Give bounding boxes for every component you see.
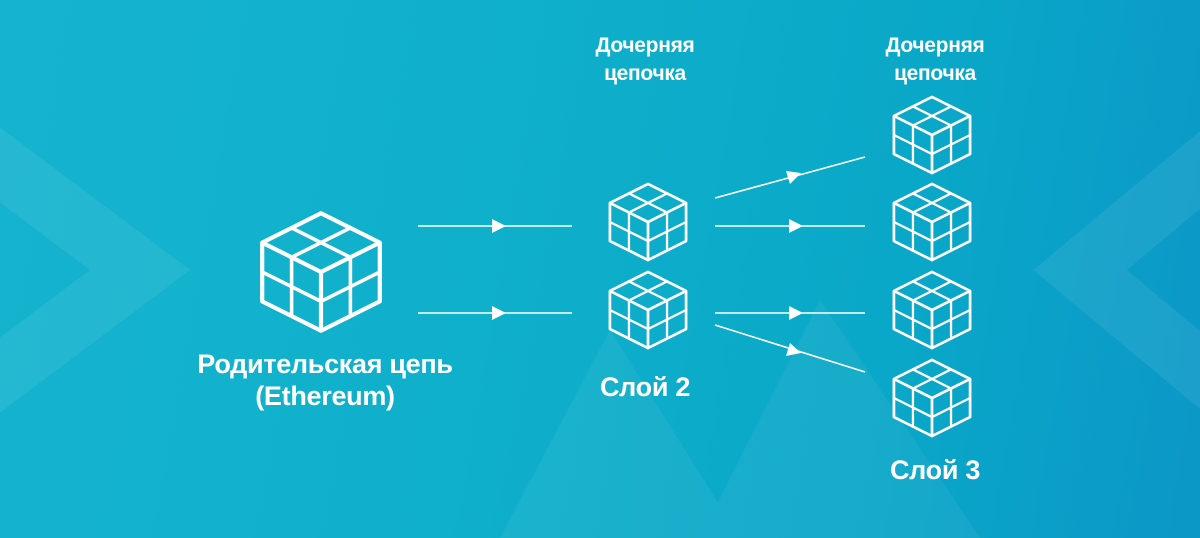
layer3-cube-icon bbox=[892, 182, 972, 262]
arrow-parent-to-layer2-bottom bbox=[418, 306, 572, 320]
parent-chain-subtitle: (Ethereum) bbox=[255, 381, 395, 411]
layer3-cube-icon bbox=[892, 95, 972, 175]
layer2-header-line2: цепочка bbox=[604, 62, 686, 85]
parent-chain-label: Родительская цепь (Ethereum) bbox=[180, 348, 470, 412]
arrow-parent-to-layer2-top bbox=[418, 219, 572, 233]
background-decoration bbox=[0, 127, 1200, 413]
parent-chain-title: Родительская цепь bbox=[197, 349, 453, 379]
layer3-child-chain-header: Дочерняя цепочка bbox=[865, 32, 1005, 88]
arrow-layer2-to-layer3-3 bbox=[715, 306, 865, 320]
layer2-label: Слой 2 bbox=[599, 372, 691, 402]
layer2-cube-icon bbox=[608, 270, 688, 350]
layer3-cube-icon bbox=[892, 358, 972, 438]
arrow-layer2-to-layer3-4 bbox=[714, 324, 866, 373]
layer3-header-line2: цепочка bbox=[894, 62, 976, 85]
layer2-cube-icon bbox=[608, 182, 688, 262]
arrow-layer2-to-layer3-1 bbox=[714, 156, 866, 199]
layer2-header-line1: Дочерняя bbox=[595, 34, 695, 57]
arrow-layer2-to-layer3-2 bbox=[715, 219, 865, 233]
layer3-header-line1: Дочерняя bbox=[885, 34, 985, 57]
parent-chain-cube-icon bbox=[262, 213, 380, 331]
layer2-child-chain-header: Дочерняя цепочка bbox=[575, 32, 715, 88]
layer3-label: Слой 3 bbox=[889, 455, 981, 485]
layer3-cube-icon bbox=[892, 270, 972, 350]
